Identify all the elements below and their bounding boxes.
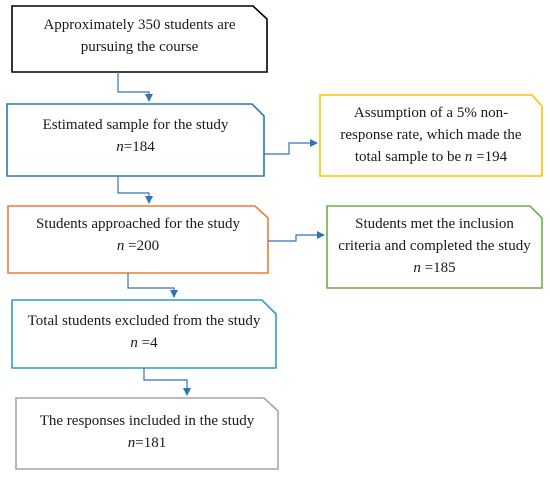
box-estimated-sample-text: Estimated sample for the study n=184 [7,114,264,158]
non-response-prefix: total sample to be [354,149,465,165]
box-met-criteria-text: Students met the inclusion criteria and … [327,213,542,279]
met-criteria-n-value: =185 [420,260,456,276]
box-included-text: The responses included in the study n=18… [16,410,278,454]
arrow-estimated-to-approached [117,176,153,204]
included-n-symbol: n [127,435,136,451]
box-approached-text: Students approached for the study n =200 [8,213,268,257]
estimated-sample-label: Estimated sample for the study [42,117,229,133]
excluded-n-value: =4 [137,335,158,351]
arrow-approached-to-met [268,231,325,242]
met-criteria-line-1: Students met the inclusion [355,216,514,232]
box-excluded-text: Total students excluded from the study n… [12,310,276,354]
estimated-sample-n-symbol: n [116,139,124,155]
box-total-students [11,5,268,73]
included-label: The responses included in the study [39,413,255,429]
non-response-n-value: =194 [472,149,508,165]
excluded-count: n =4 [12,332,276,354]
approached-label: Students approached for the study [35,216,241,232]
non-response-line-3: total sample to be n =194 [320,146,542,168]
non-response-line-1: Assumption of a 5% non- [353,105,509,121]
box-approached [7,205,269,274]
excluded-label: Total students excluded from the study [27,313,261,329]
non-response-n-symbol: n [464,149,473,165]
non-response-line-2: response rate, which made the [340,127,522,143]
met-criteria-n-symbol: n [413,260,421,276]
total-students-line-1: Approximately 350 students are [43,17,236,33]
box-excluded [11,299,277,369]
box-met-criteria [326,205,543,289]
excluded-n-symbol: n [130,335,138,351]
arrow-estimated-to-nonresponse [264,139,318,155]
estimated-sample-n-value: =184 [123,139,155,155]
box-estimated-sample [6,103,265,177]
arrow-excluded-to-included [143,368,191,396]
included-count: n=181 [16,432,278,454]
box-non-response [319,94,543,177]
met-criteria-line-2: criteria and completed the study [338,238,531,254]
approached-n-value: =200 [124,238,160,254]
met-criteria-count: n =185 [327,257,542,279]
box-non-response-text: Assumption of a 5% non- response rate, w… [320,102,542,168]
arrow-approached-to-excluded [127,273,178,298]
total-students-line-2: pursuing the course [80,39,199,55]
arrow-total-to-estimated [117,72,153,102]
approached-count: n =200 [8,235,268,257]
approached-n-symbol: n [116,238,125,254]
box-total-students-text: Approximately 350 students are pursuing … [12,14,267,58]
included-n-value: =181 [135,435,167,451]
estimated-sample-count: n=184 [7,136,264,158]
box-included [15,397,279,470]
